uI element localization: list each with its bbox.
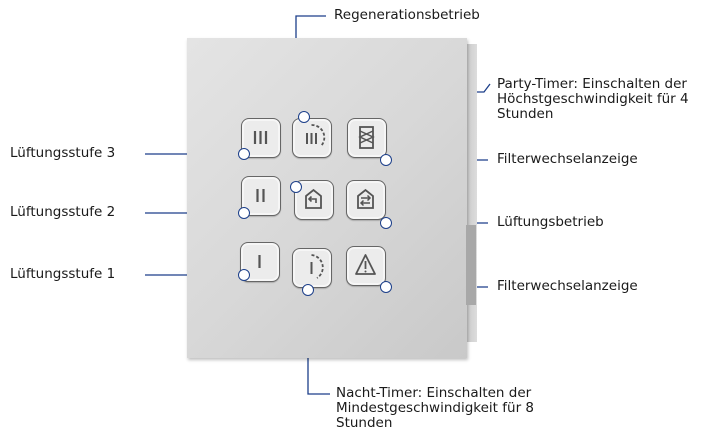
warning-button[interactable] xyxy=(346,246,386,286)
callout-dot-night-timer xyxy=(302,284,314,296)
warning-triangle-icon xyxy=(355,254,376,275)
filter-icon xyxy=(358,126,375,149)
label-level3: Lüftungsstufe 3 xyxy=(10,145,116,161)
three-bars-icon xyxy=(253,131,268,144)
label-night-timer: Nacht-Timer: Einschalten der Mindestgesc… xyxy=(336,385,534,431)
night-timer-button[interactable] xyxy=(292,248,332,288)
label-level2: Lüftungsstufe 2 xyxy=(10,204,116,220)
label-filter-top: Filterwechselanzeige xyxy=(497,151,638,167)
partial-circle-three-bars-icon xyxy=(306,124,326,147)
callout-dot-regeneration xyxy=(290,181,302,193)
label-party-timer: Party-Timer: Einschalten der Höchstgesch… xyxy=(497,76,689,122)
label-level1: Lüftungsstufe 1 xyxy=(10,266,116,282)
label-vent-mode: Lüftungsbetrieb xyxy=(497,214,604,230)
one-bar-icon xyxy=(258,255,261,268)
callout-dot-level3 xyxy=(238,148,250,160)
vent-mode-button[interactable] xyxy=(346,180,386,220)
return-arrow-icon xyxy=(305,188,322,209)
callout-dot-level1 xyxy=(238,269,250,281)
label-regeneration: Regenerationsbetrieb xyxy=(334,7,480,23)
exchange-arrows-icon xyxy=(357,188,374,209)
callout-dot-level2 xyxy=(238,207,250,219)
callout-dot-filter-bottom xyxy=(380,281,392,293)
party-timer-button[interactable] xyxy=(292,118,332,158)
two-bars-icon xyxy=(256,189,265,202)
callout-dot-vent-mode xyxy=(380,217,392,229)
callout-dot-party-timer xyxy=(298,111,310,123)
callout-dot-filter-top xyxy=(380,154,392,166)
regeneration-button[interactable] xyxy=(294,180,334,220)
filter-change-button[interactable] xyxy=(347,118,387,158)
label-filter-bottom: Filterwechselanzeige xyxy=(497,278,638,294)
panel-mount-tab xyxy=(466,225,476,305)
partial-circle-one-bar-icon xyxy=(310,254,324,279)
